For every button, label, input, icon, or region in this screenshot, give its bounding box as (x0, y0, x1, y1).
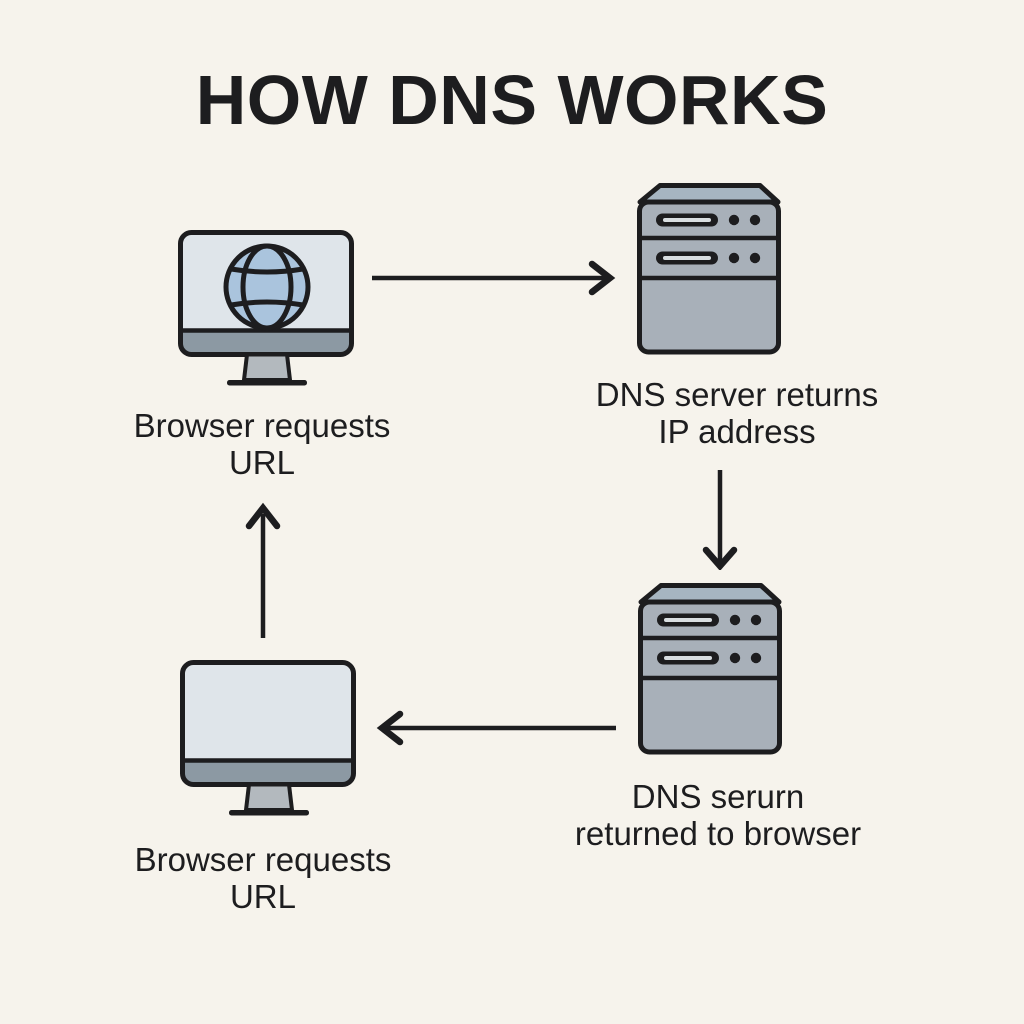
globe-meridian (240, 243, 294, 331)
node-label-dns-server: DNS server returns IP address (596, 376, 878, 450)
dns-server-icon (637, 183, 781, 355)
server-led (749, 252, 761, 264)
monitor-stand (243, 782, 295, 812)
server-led (750, 614, 762, 626)
server-led (749, 214, 761, 226)
arrow-right-icon (372, 260, 616, 296)
browser-monitor-icon (180, 660, 356, 816)
label-line: URL (228, 444, 296, 481)
monitor-base (227, 380, 307, 386)
arrow-down-icon (702, 470, 738, 570)
monitor-stand (241, 352, 293, 382)
server-slot-stripe (664, 656, 712, 660)
server-slot-stripe (664, 618, 712, 622)
label-line: IP address (658, 413, 816, 450)
node-label-dns-response: DNS serurn returned to browser (575, 778, 861, 852)
server-led (728, 214, 740, 226)
label-line: DNS server returns (595, 376, 879, 413)
monitor-chin (183, 761, 353, 785)
arrow-up-icon (245, 502, 281, 638)
browser-monitor-globe-icon (178, 230, 354, 386)
monitor-base (229, 810, 309, 816)
label-line: Browser requests (134, 841, 392, 878)
server-slot-stripe (663, 218, 711, 222)
dns-response-server-icon (638, 583, 782, 755)
arrow-left-icon (376, 710, 616, 746)
globe-latitude-bottom (230, 299, 304, 308)
server-slot-stripe (663, 256, 711, 260)
server-led (729, 614, 741, 626)
label-line: URL (229, 878, 297, 915)
globe-icon (223, 243, 311, 331)
label-line: returned to browser (574, 815, 862, 852)
label-line: Browser requests (133, 407, 391, 444)
page-title: HOW DNS WORKS (195, 61, 829, 139)
server-led (728, 252, 740, 264)
server-led (729, 652, 741, 664)
monitor-chin (181, 331, 351, 355)
server-led (750, 652, 762, 664)
label-line: DNS serurn (631, 778, 805, 815)
node-label-browser-receive: Browser requests URL (135, 841, 392, 915)
node-label-browser-request: Browser requests URL (134, 407, 391, 481)
monitor-screen (182, 662, 354, 785)
globe-latitude-top (230, 266, 304, 275)
